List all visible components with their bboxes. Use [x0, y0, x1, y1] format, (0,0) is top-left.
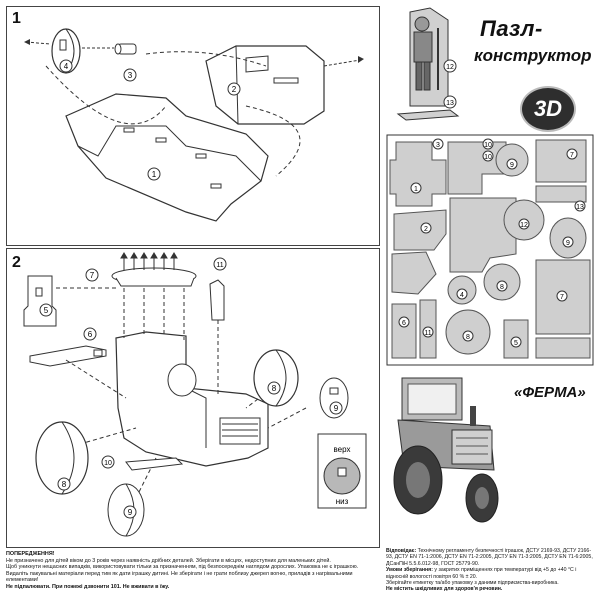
sheet-num-7b: 7 — [560, 294, 564, 301]
callout-12: 12 — [446, 64, 454, 71]
conformity-text: Технічному регламенту безпечності іграшо… — [386, 548, 593, 567]
farmer-figure: 12 13 — [396, 7, 460, 121]
sheet-num-5: 5 — [514, 340, 518, 347]
sheet-num-4: 4 — [460, 292, 464, 299]
part-6-drawing — [29, 345, 107, 367]
roof-arrows — [120, 252, 178, 270]
sheet-num-12: 12 — [520, 222, 528, 229]
callout-4: 4 — [59, 59, 73, 73]
callout-1-text: 1 — [152, 170, 157, 179]
callout-6: 6 — [83, 327, 97, 341]
sheet-num-10b: 10 — [484, 154, 492, 161]
callout-8a: 8 — [267, 381, 281, 395]
svg-text:10: 10 — [104, 460, 112, 467]
part-2-cabin-drawing — [205, 45, 325, 125]
sheet-num-2: 2 — [424, 226, 428, 233]
storage-text: у закритих приміщеннях при температурі в… — [386, 567, 577, 580]
warning-line1: Не призначено для дітей віком до 3 років… — [6, 557, 331, 564]
svg-text:9: 9 — [128, 508, 133, 517]
callout-5: 5 — [39, 303, 53, 317]
sheet-num-9b: 9 — [566, 240, 570, 247]
tractor-body-drawing — [115, 331, 269, 467]
svg-text:6: 6 — [88, 330, 93, 339]
sheet-num-6: 6 — [402, 320, 406, 327]
callout-9b: 9 — [123, 505, 137, 519]
product-title-line2: конструктор — [474, 46, 592, 65]
conformity-label: Відповідає: — [386, 548, 417, 554]
callout-2-text: 2 — [232, 85, 237, 94]
part-10-axle-drawing — [125, 457, 184, 471]
sheet-num-1: 1 — [414, 186, 418, 193]
sheet-num-8a: 8 — [500, 284, 504, 291]
part-3-axle-drawing — [114, 43, 137, 55]
callout-8b: 8 — [57, 477, 71, 491]
svg-text:7: 7 — [90, 271, 95, 280]
sheet-num-10a: 10 — [484, 142, 492, 149]
svg-text:8: 8 — [62, 480, 67, 489]
step2-diagram: верх низ 7 11 5 6 8 9 10 8 9 — [23, 252, 367, 537]
wheel-orientation-box: верх низ — [317, 433, 367, 509]
step2-number: 2 — [12, 254, 21, 271]
sheet-num-3: 3 — [436, 142, 440, 149]
part-8-rear-wheel-left-drawing — [35, 421, 89, 495]
assembled-tractor-image — [393, 377, 499, 523]
step1-panel — [6, 6, 380, 246]
step1-number: 1 — [12, 10, 21, 27]
warning-line2: Щоб уникнути нещасних випадків, використ… — [6, 564, 359, 584]
callout-7: 7 — [85, 268, 99, 282]
part-4-wheel-drawing — [51, 28, 81, 74]
warning-line3: Не підпалювати. При пожежі дзвонити 101.… — [6, 583, 170, 590]
sheet-num-8b: 8 — [466, 334, 470, 341]
callout-13: 13 — [446, 100, 454, 107]
part-11-steering-drawing — [209, 279, 225, 321]
product-title-line1: Пазл- — [480, 16, 543, 41]
step2-panel — [6, 248, 380, 548]
sheet-num-13: 13 — [576, 204, 584, 211]
badge-3d-text: 3D — [533, 96, 563, 121]
model-name: «ФЕРМА» — [514, 384, 586, 401]
part-7-roof-drawing — [111, 267, 197, 287]
callout-4-text: 4 — [64, 62, 69, 71]
svg-text:11: 11 — [216, 262, 223, 269]
step1-diagram: 4 3 2 1 — [24, 28, 364, 222]
badge-3d: 3D — [520, 86, 576, 132]
part-1-base-drawing — [65, 93, 269, 222]
callout-3: 3 — [123, 68, 137, 82]
callout-10: 10 — [101, 455, 115, 469]
storage-label: Умови зберігання: — [386, 567, 433, 574]
wheel-bottom-label: низ — [336, 497, 349, 506]
warning-heading: ПОПЕРЕДЖЕННЯ! — [6, 551, 55, 557]
sheet-num-11: 11 — [424, 330, 431, 337]
warning-block: ПОПЕРЕДЖЕННЯ! Не призначено для дітей ві… — [6, 551, 378, 591]
sheet-num-9a: 9 — [510, 162, 514, 169]
svg-text:9: 9 — [334, 404, 339, 413]
callout-3-text: 3 — [128, 71, 133, 80]
callout-11: 11 — [213, 257, 227, 271]
safety-text: Не містить шкідливих для здоров'я речови… — [386, 586, 503, 593]
svg-text:5: 5 — [44, 306, 49, 315]
parts-sheet: 3 10 10 9 7 13 1 2 12 9 8 4 7 6 11 8 5 — [386, 134, 594, 366]
callout-9a: 9 — [329, 401, 343, 415]
part-5-drawing — [23, 275, 57, 327]
compliance-block: Відповідає: Технічному регламенту безпеч… — [386, 548, 594, 593]
part-8-rear-wheel-right-drawing — [253, 349, 299, 407]
sheet-num-7: 7 — [570, 152, 574, 159]
svg-text:8: 8 — [272, 384, 277, 393]
keep-label-text: Зберігайте етикетку та/або упаковку з да… — [386, 580, 559, 587]
callout-1: 1 — [147, 167, 161, 181]
wheel-top-label: верх — [334, 445, 351, 454]
callout-2: 2 — [227, 82, 241, 96]
